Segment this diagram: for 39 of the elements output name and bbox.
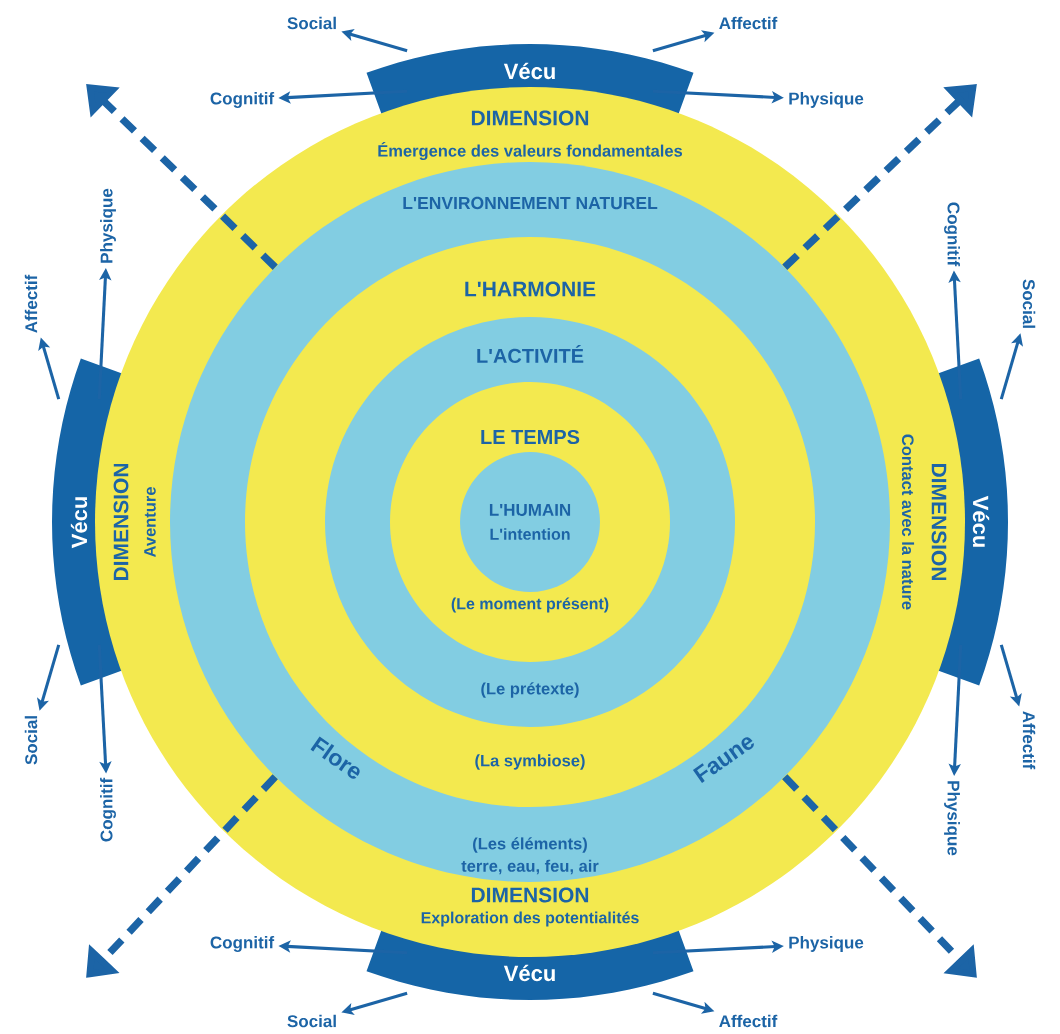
ring-label: (Le prétexte)	[481, 682, 579, 698]
aspect-label: Physique	[789, 936, 864, 952]
aspect-label: Physique	[789, 92, 864, 108]
ring-label: Contact avec la nature	[901, 434, 915, 610]
ring-label: L'intention	[490, 528, 570, 540]
aspect-label: Physique	[944, 781, 960, 856]
dashed-arrow	[86, 774, 278, 978]
ring-label: (Les éléments)	[473, 837, 587, 853]
aspect-label: Cognitif	[944, 202, 960, 267]
ring-label: L'HUMAIN	[489, 504, 571, 516]
aspect-label: Cognitif	[210, 936, 275, 952]
ring-label: L'HARMONIE	[465, 281, 596, 297]
dashed-arrow	[782, 774, 977, 978]
aspect-label: Cognitif	[100, 777, 116, 842]
ring-label: L'ENVIRONNEMENT NATUREL	[403, 196, 658, 210]
ring-label: DIMENSION	[113, 463, 129, 581]
ring-label: (Le moment présent)	[451, 597, 609, 613]
ring-label: Exploration des potentialités	[421, 911, 639, 927]
ring-label: L'ACTIVITÉ	[477, 345, 584, 363]
aspect-label: Cognitif	[210, 92, 275, 108]
ring-label: DIMENSION	[471, 110, 589, 126]
ring-label: DIMENSION	[471, 887, 589, 903]
aspect-label: Social	[1022, 279, 1036, 328]
ring-label: (La symbiose)	[475, 754, 585, 770]
ring-label: terre, eau, feu, air	[461, 859, 599, 875]
ring-label: Aventure	[144, 487, 156, 558]
aspect-label: Social	[24, 716, 38, 765]
aspect-label: Social	[287, 16, 336, 30]
ring-label: Émergence des valeurs fondamentales	[378, 141, 683, 161]
aspect-label: Social	[287, 1014, 336, 1028]
dashed-arrow	[86, 84, 278, 270]
dashed-arrow	[782, 84, 977, 270]
ring-label: DIMENSION	[931, 463, 947, 581]
aspect-label: Affectif	[719, 16, 778, 30]
aspect-label: Physique	[100, 188, 116, 263]
aspect-label: Affectif	[24, 274, 38, 333]
ring-label: LE TEMPS	[481, 429, 580, 445]
aspect-label: Affectif	[719, 1014, 778, 1028]
aspect-label: Affectif	[1022, 711, 1036, 770]
